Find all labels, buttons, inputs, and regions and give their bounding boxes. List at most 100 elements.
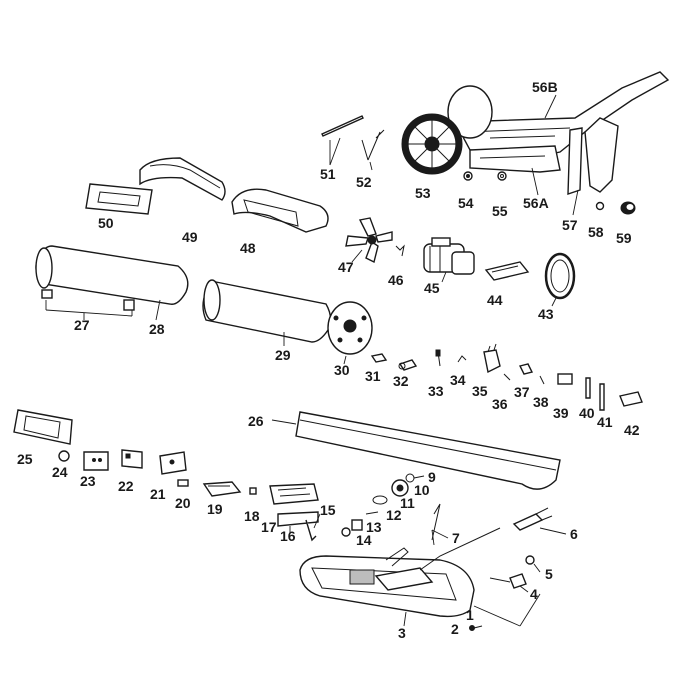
label-10: 10 — [414, 482, 430, 498]
label-59: 59 — [616, 230, 632, 246]
label-12: 12 — [386, 507, 402, 523]
label-6: 6 — [570, 526, 578, 542]
fuel-filter-6 — [419, 507, 567, 571]
label-31: 31 — [365, 368, 381, 384]
fuel-tank — [299, 547, 475, 627]
label-44: 44 — [487, 292, 503, 308]
washer-55 — [497, 171, 507, 181]
label-25: 25 — [17, 451, 33, 467]
label-52: 52 — [356, 174, 372, 190]
label-21: 21 — [150, 486, 166, 502]
fitting-13 — [351, 519, 363, 531]
label-33: 33 — [428, 383, 444, 399]
nozzle-31 — [370, 353, 388, 363]
label-42: 42 — [624, 422, 640, 438]
cap-10 — [391, 479, 409, 497]
label-3: 3 — [398, 625, 406, 641]
label-45: 45 — [424, 280, 440, 296]
upper-shell-48 — [231, 188, 329, 233]
motor-bracket — [484, 261, 530, 281]
label-7: 7 — [452, 530, 460, 546]
plate-22 — [121, 449, 143, 469]
label-4: 4 — [530, 586, 538, 602]
plate-23 — [83, 451, 109, 471]
fan-key-46 — [395, 244, 405, 257]
label-19: 19 — [207, 501, 223, 517]
fuse-18 — [249, 487, 257, 495]
gasket-11 — [372, 495, 388, 505]
label-1: 1 — [466, 607, 474, 623]
circuit-board-17 — [269, 483, 319, 505]
label-39: 39 — [553, 405, 569, 421]
label-2: 2 — [451, 621, 459, 637]
label-34: 34 — [450, 372, 466, 388]
label-47: 47 — [338, 259, 354, 275]
base-channel — [271, 411, 561, 490]
label-30: 30 — [334, 362, 350, 378]
fitting-14 — [341, 527, 351, 537]
label-16: 16 — [280, 528, 296, 544]
label-32: 32 — [393, 373, 409, 389]
burner-plate — [327, 301, 373, 365]
label-13: 13 — [366, 519, 382, 535]
leader-56a — [531, 167, 539, 196]
nozzle-32 — [398, 359, 418, 371]
cotter-pin — [361, 129, 385, 171]
leader-57 — [572, 189, 579, 216]
label-57: 57 — [562, 217, 578, 233]
label-24: 24 — [52, 464, 68, 480]
plate-21 — [159, 451, 187, 475]
fuel-line-4 — [473, 573, 541, 627]
label-15: 15 — [320, 502, 336, 518]
axle-rod — [321, 115, 364, 166]
label-56b: 56B — [532, 79, 558, 95]
fan-guard — [544, 252, 576, 307]
label-5: 5 — [545, 566, 553, 582]
label-22: 22 — [118, 478, 134, 494]
cart-handle-frame — [453, 71, 670, 195]
control-panel-25 — [13, 409, 73, 445]
label-56a: 56A — [523, 195, 549, 211]
bushing-15 — [305, 513, 321, 542]
fitting-35 — [483, 343, 501, 374]
fan-blade — [345, 217, 393, 264]
label-40: 40 — [579, 405, 595, 421]
upper-shell-49 — [139, 157, 226, 201]
label-51: 51 — [320, 166, 336, 182]
leader-56b — [544, 94, 557, 119]
rod-41 — [599, 383, 605, 411]
label-17: 17 — [261, 519, 277, 535]
washer-54 — [463, 171, 473, 181]
label-27: 27 — [74, 317, 90, 333]
fitting-36 — [503, 373, 511, 381]
washer-58 — [595, 201, 605, 211]
label-38: 38 — [533, 394, 549, 410]
bolt-2 — [469, 625, 483, 631]
label-55: 55 — [492, 203, 508, 219]
bracket-42 — [619, 391, 643, 407]
part-12 — [365, 511, 379, 515]
electrode-33 — [435, 349, 441, 367]
drain-plug-5 — [525, 555, 541, 573]
fitting-38 — [539, 375, 545, 385]
label-58: 58 — [588, 224, 604, 240]
knob-24 — [58, 450, 70, 462]
fuel-sensor-7 — [431, 503, 449, 546]
label-46: 46 — [388, 272, 404, 288]
rod-40 — [585, 377, 591, 399]
label-36: 36 — [492, 396, 508, 412]
label-49: 49 — [182, 229, 198, 245]
label-48: 48 — [240, 240, 256, 256]
label-50: 50 — [98, 215, 114, 231]
label-41: 41 — [597, 414, 613, 430]
label-11: 11 — [400, 495, 415, 511]
switch-39 — [557, 373, 573, 385]
label-9: 9 — [428, 469, 436, 485]
label-53: 53 — [415, 185, 431, 201]
label-26: 26 — [248, 413, 264, 429]
panel-50 — [85, 183, 153, 215]
wheel-cap — [620, 201, 636, 215]
clip-34 — [457, 355, 467, 363]
label-14: 14 — [356, 532, 372, 548]
